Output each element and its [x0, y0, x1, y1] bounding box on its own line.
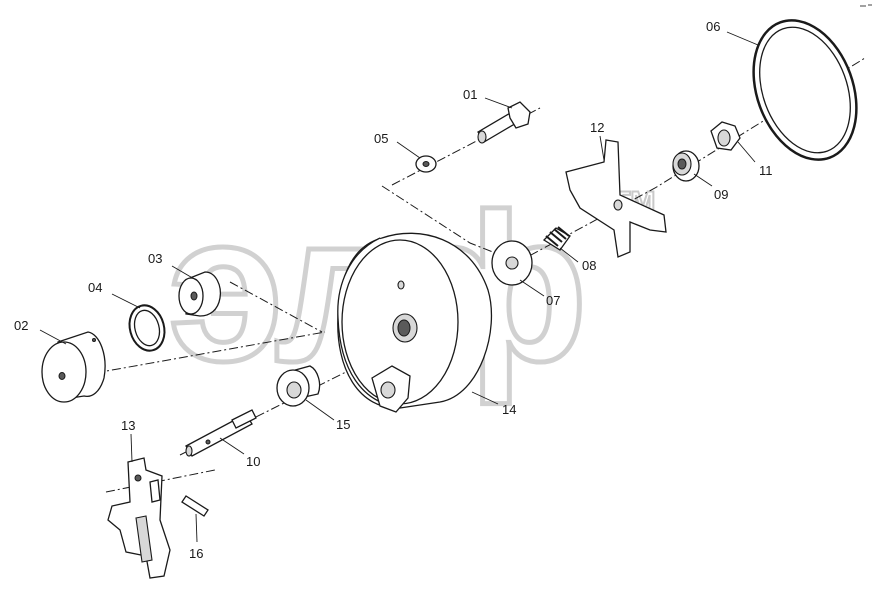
leader-15	[305, 399, 335, 421]
leader-07	[519, 279, 545, 297]
leader-02	[39, 329, 67, 345]
part-labels: 01 02 03 04 05 06 07 08 09 10 11 12 13 1…	[14, 19, 773, 561]
part-09-bush	[672, 150, 700, 182]
leader-09	[693, 173, 713, 187]
part-05-washer	[415, 155, 437, 173]
leader-06	[726, 31, 759, 46]
label-09: 09	[714, 187, 728, 202]
label-14: 14	[502, 402, 516, 417]
part-08-spring	[542, 226, 571, 251]
part-14-drum-housing	[337, 232, 492, 413]
leader-04	[111, 293, 141, 309]
part-06-seal-ring	[752, 19, 858, 161]
part-13-bracket	[107, 457, 171, 579]
leader-01	[484, 97, 513, 109]
label-01: 01	[463, 87, 477, 102]
leader-16	[195, 513, 198, 543]
part-15-flanged-bush	[276, 365, 321, 407]
part-12-lever-plate	[565, 139, 667, 258]
label-06: 06	[706, 19, 720, 34]
part-16-pin	[181, 495, 209, 517]
leader-11	[737, 141, 756, 163]
part-07-washer	[491, 240, 533, 286]
axis-diagonal	[229, 281, 323, 333]
label-16: 16	[189, 546, 203, 561]
part-03-bush	[178, 271, 222, 317]
label-13: 13	[121, 418, 135, 433]
label-15: 15	[336, 417, 350, 432]
leader-10	[219, 437, 245, 455]
part-01-bolt	[477, 101, 531, 144]
leader-14	[471, 391, 499, 405]
label-04: 04	[88, 280, 102, 295]
label-07: 07	[546, 293, 560, 308]
leader-05	[396, 141, 421, 159]
part-10-shaft	[185, 409, 257, 457]
leader-08	[559, 247, 579, 263]
leader-03	[171, 265, 197, 281]
corner-mark	[860, 4, 872, 7]
label-10: 10	[246, 454, 260, 469]
leader-13	[130, 433, 133, 463]
part-11-nut	[710, 121, 741, 151]
part-04-o-ring	[128, 304, 166, 352]
leader-12	[599, 135, 605, 161]
label-11: 11	[759, 163, 773, 178]
part-02-cap	[41, 331, 106, 403]
label-05: 05	[374, 131, 388, 146]
label-03: 03	[148, 251, 162, 266]
leader-lines	[39, 31, 759, 543]
label-12: 12	[590, 120, 604, 135]
label-02: 02	[14, 318, 28, 333]
label-08: 08	[582, 258, 596, 273]
